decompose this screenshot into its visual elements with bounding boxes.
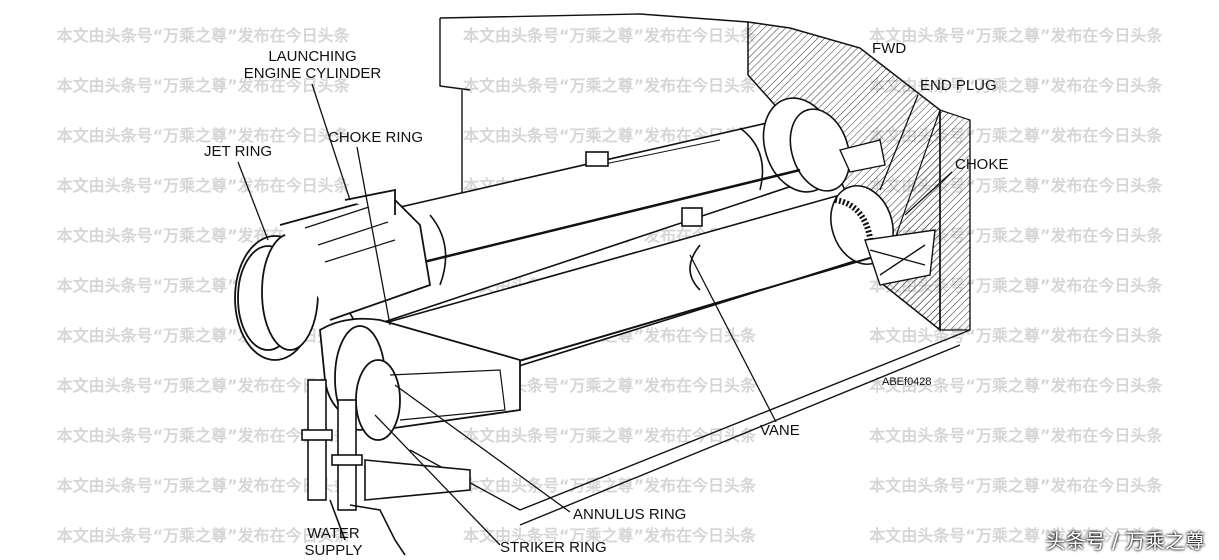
launching-engine-cylinder bbox=[298, 97, 851, 331]
label-fwd: FWD bbox=[872, 40, 907, 57]
label-water-supply: WATER SUPPLY bbox=[304, 525, 363, 559]
label-annulus-ring: ANNULUS RING bbox=[573, 506, 687, 523]
source-tag: 头条号 / 万乘之尊 bbox=[1045, 529, 1205, 553]
leader-lines bbox=[237, 83, 953, 546]
water-supply-piping bbox=[301, 379, 471, 556]
end-support-bracket bbox=[839, 139, 936, 286]
deck-outline bbox=[409, 13, 971, 526]
label-choke-ring: CHOKE RING bbox=[328, 129, 424, 146]
label-end-plug: END PLUG bbox=[920, 77, 997, 94]
label-vane: VANE bbox=[760, 422, 800, 439]
label-launching-engine-cylinder: LAUNCHING ENGINE CYLINDER bbox=[243, 48, 382, 82]
label-jet-ring: JET RING bbox=[204, 143, 273, 160]
jet-ring-assembly bbox=[234, 188, 432, 361]
label-striker-ring: STRIKER RING bbox=[500, 539, 607, 556]
label-choke: CHOKE bbox=[955, 156, 1009, 173]
figure-id: ABEf0428 bbox=[882, 376, 932, 388]
